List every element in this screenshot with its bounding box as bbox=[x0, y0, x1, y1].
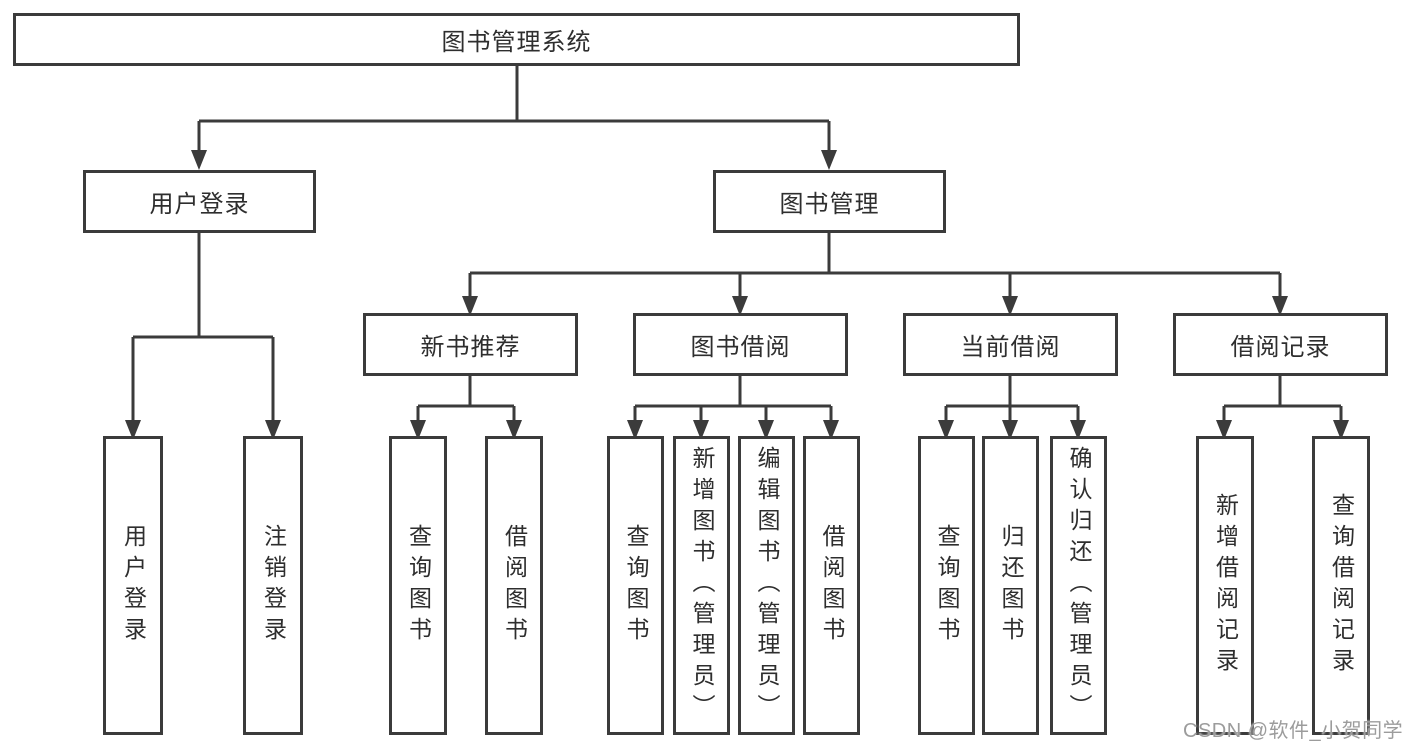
leaf-bb-borrow-books-label: 借阅图书 bbox=[819, 523, 845, 648]
leaf-cb-query-books-label: 查询图书 bbox=[934, 523, 960, 648]
connector-book-mgmt-to-level3 bbox=[468, 233, 1282, 298]
arrowhead-new-books bbox=[462, 296, 478, 316]
leaf-nb-borrow-books-label: 借阅图书 bbox=[501, 523, 528, 648]
node-current-borrowing: 当前借阅 bbox=[903, 313, 1118, 376]
arrowhead-borrow-records bbox=[1272, 296, 1288, 316]
node-borrowing-records-label: 借阅记录 bbox=[1230, 334, 1331, 361]
leaf-bb-add-books-admin: 新增图书（管理员） bbox=[673, 436, 730, 735]
node-user-login: 用户登录 bbox=[83, 170, 316, 233]
arrowhead-user-login bbox=[191, 150, 207, 170]
leaf-br-query-record-label: 查询借阅记录 bbox=[1328, 492, 1355, 679]
leaf-bb-edit-books-admin-label: 编辑图书（管理员） bbox=[754, 446, 780, 725]
leaf-logout-label: 注销登录 bbox=[260, 523, 287, 648]
node-user-login-label: 用户登录 bbox=[149, 191, 250, 218]
leaf-br-query-record: 查询借阅记录 bbox=[1312, 436, 1370, 735]
node-borrowing-records: 借阅记录 bbox=[1173, 313, 1388, 376]
arrowhead-leaf-cb-return bbox=[1002, 420, 1018, 440]
leaf-nb-borrow-books: 借阅图书 bbox=[485, 436, 543, 735]
arrowhead-leaf-bb-borrow bbox=[823, 420, 839, 440]
leaf-bb-add-books-admin-label: 新增图书（管理员） bbox=[689, 446, 715, 725]
node-root: 图书管理系统 bbox=[13, 13, 1020, 66]
arrowhead-leaf-bb-edit bbox=[758, 420, 774, 440]
leaf-cb-confirm-return-admin-label: 确认归还（管理员） bbox=[1066, 446, 1092, 725]
leaf-bb-query-books: 查询图书 bbox=[607, 436, 664, 735]
arrowhead-book-borrow bbox=[732, 296, 748, 316]
arrowhead-leaf-cb-query bbox=[938, 420, 954, 440]
leaf-bb-borrow-books: 借阅图书 bbox=[803, 436, 860, 735]
leaf-bb-edit-books-admin: 编辑图书（管理员） bbox=[738, 436, 795, 735]
leaf-cb-query-books: 查询图书 bbox=[918, 436, 975, 735]
leaf-cb-confirm-return-admin: 确认归还（管理员） bbox=[1050, 436, 1107, 735]
arrowhead-current-borrow bbox=[1002, 296, 1018, 316]
leaf-nb-query-books-label: 查询图书 bbox=[405, 523, 432, 648]
connector-root-to-level2 bbox=[197, 66, 831, 152]
arrowhead-leaf-cb-confirm bbox=[1070, 420, 1086, 440]
node-book-borrowing-label: 图书借阅 bbox=[690, 334, 791, 361]
arrowhead-leaf-br-query bbox=[1333, 420, 1349, 440]
node-book-borrowing: 图书借阅 bbox=[633, 313, 848, 376]
connector-user-login-to-leaves bbox=[131, 233, 275, 422]
arrowhead-leaf-user-login bbox=[125, 420, 141, 440]
connector-book-borrow-to-leaves bbox=[633, 376, 833, 422]
leaf-user-login: 用户登录 bbox=[103, 436, 163, 735]
leaf-cb-return-books: 归还图书 bbox=[982, 436, 1039, 735]
node-book-management-label: 图书管理 bbox=[779, 191, 880, 218]
connector-new-books-to-leaves bbox=[416, 376, 516, 422]
leaf-br-add-record-label: 新增借阅记录 bbox=[1212, 492, 1239, 679]
arrowhead-leaf-logout bbox=[265, 420, 281, 440]
arrowhead-book-mgmt bbox=[821, 150, 837, 170]
leaf-logout: 注销登录 bbox=[243, 436, 303, 735]
watermark: CSDN @软件_小贺同学 bbox=[1183, 720, 1404, 742]
node-new-book-recommend-label: 新书推荐 bbox=[420, 334, 521, 361]
leaf-br-add-record: 新增借阅记录 bbox=[1196, 436, 1254, 735]
connector-borrow-records-to-leaves bbox=[1222, 376, 1343, 422]
node-root-label: 图书管理系统 bbox=[441, 29, 592, 56]
arrowhead-leaf-bb-query bbox=[627, 420, 643, 440]
arrowhead-leaf-nb-borrow bbox=[506, 420, 522, 440]
node-book-management: 图书管理 bbox=[713, 170, 946, 233]
leaf-cb-return-books-label: 归还图书 bbox=[998, 523, 1024, 648]
leaf-nb-query-books: 查询图书 bbox=[389, 436, 447, 735]
connector-current-borrow-to-leaves bbox=[944, 376, 1080, 422]
arrowhead-leaf-br-add bbox=[1216, 420, 1232, 440]
arrowhead-leaf-bb-add bbox=[693, 420, 709, 440]
node-current-borrowing-label: 当前借阅 bbox=[960, 334, 1061, 361]
leaf-user-login-label: 用户登录 bbox=[120, 523, 147, 648]
leaf-bb-query-books-label: 查询图书 bbox=[623, 523, 649, 648]
arrowhead-leaf-nb-query bbox=[410, 420, 426, 440]
node-new-book-recommend: 新书推荐 bbox=[363, 313, 578, 376]
